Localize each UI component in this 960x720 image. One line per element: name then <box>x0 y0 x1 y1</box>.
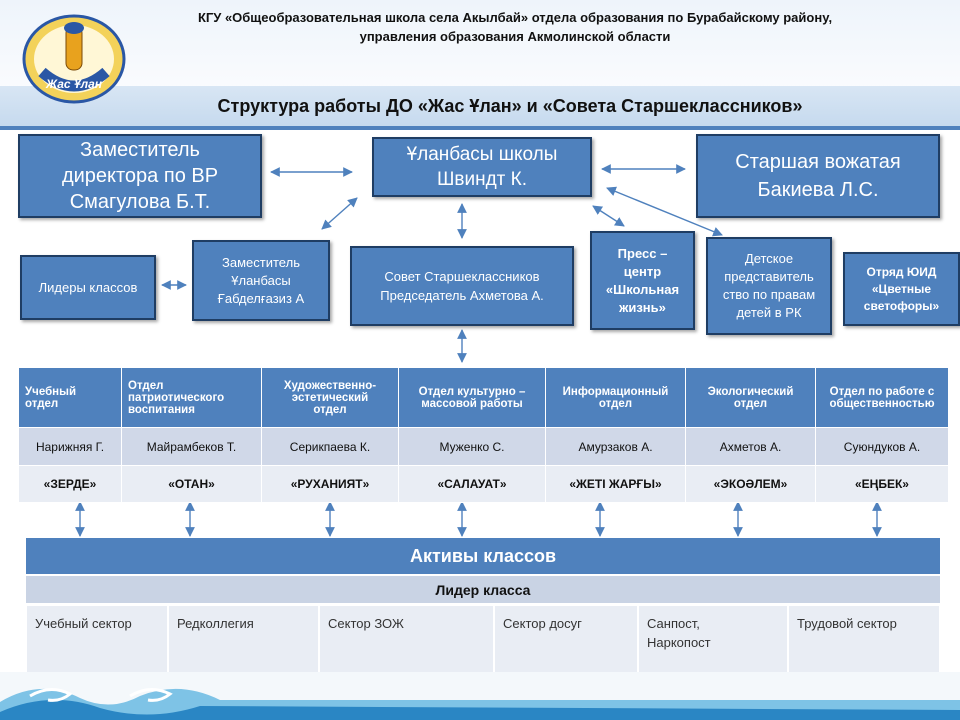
student-council-text: Совет Старшеклассников Председатель Ахме… <box>380 269 544 303</box>
sector-cell: Сектор досуг <box>494 605 638 675</box>
yuid-squad-text: Отряд ЮИД «Цветные светофоры» <box>863 264 940 313</box>
department-name: Отдел культурно – массовой работы <box>398 367 546 428</box>
department-head: Майрамбеков Т. <box>121 427 262 466</box>
class-sectors: Учебный сектор Редколлегия Сектор ЗОЖ Се… <box>26 605 940 675</box>
footer-ornament <box>0 672 960 720</box>
class-aktiv-title: Активы классов <box>26 538 940 574</box>
department-head: Нарижняя Г. <box>18 427 122 466</box>
yuid-squad-box: Отряд ЮИД «Цветные светофоры» <box>843 252 960 326</box>
department-name: Учебный отдел <box>18 367 122 428</box>
title-bar <box>0 86 960 128</box>
ulanbasy-text: Ұланбасы школы Швиндт К. <box>406 144 558 190</box>
press-center-box: Пресс – центр «Школьная жизнь» <box>590 231 695 330</box>
department-name: Отдел патриотического воспитания <box>121 367 262 428</box>
department-name: Отдел по работе с общественностью <box>815 367 949 428</box>
sector-cell: Трудовой сектор <box>788 605 940 675</box>
press-center-text: Пресс – центр «Школьная жизнь» <box>605 245 680 315</box>
department-heads-row: Нарижняя Г. Майрамбеков Т. Серикпаева К.… <box>18 427 949 466</box>
class-leader-row: Лидер класса <box>26 576 940 603</box>
department-club: «ЕҢБЕК» <box>815 465 949 503</box>
department-head: Амурзаков А. <box>545 427 686 466</box>
deputy-ulanbasy-box: Заместитель Ұланбасы Ғабделғазиз А <box>192 240 330 321</box>
child-rights-box: Детское представитель ство по правам дет… <box>706 237 832 335</box>
deputy-director-box: Заместитель директора по ВР Смагулова Б.… <box>18 134 262 218</box>
department-club: «РУХАНИЯТ» <box>261 465 399 503</box>
organization-line-1: КГУ «Общеобразовательная школа села Акыл… <box>197 10 833 25</box>
deputy-ulanbasy-text: Заместитель Ұланбасы Ғабделғазиз А <box>217 254 305 306</box>
department-club: «ЭКОӘЛЕМ» <box>685 465 816 503</box>
department-club: «ЖЕТІ ЖАРҒЫ» <box>545 465 686 503</box>
sector-cell: Учебный сектор <box>26 605 168 675</box>
organization-name: КГУ «Общеобразовательная школа села Акыл… <box>150 8 880 46</box>
departments-table: Учебный отдел Отдел патриотического восп… <box>18 367 949 503</box>
department-head: Ахметов А. <box>685 427 816 466</box>
child-rights-text: Детское представитель ство по правам дет… <box>722 251 816 320</box>
department-names-row: Учебный отдел Отдел патриотического восп… <box>18 367 949 428</box>
class-leaders-box: Лидеры классов <box>20 255 156 320</box>
page-title: Структура работы ДО «Жас Ұлан» и «Совета… <box>217 96 803 116</box>
zhas-ulan-logo: Жас Ұлан <box>22 14 126 104</box>
sector-cell: Сектор ЗОЖ <box>319 605 494 675</box>
ulanbasy-box: Ұланбасы школы Швиндт К. <box>372 137 592 197</box>
student-council-box: Совет Старшеклассников Председатель Ахме… <box>350 246 574 326</box>
department-head: Суюндуков А. <box>815 427 949 466</box>
department-head: Серикпаева К. <box>261 427 399 466</box>
arrow-ulanbasy-press <box>592 205 625 227</box>
arrow-ulanbasy-deputy-ulanbasy <box>321 197 358 230</box>
department-club: «САЛАУАТ» <box>398 465 546 503</box>
department-name: Художественно- эстетический отдел <box>261 367 399 428</box>
department-name: Информационный отдел <box>545 367 686 428</box>
deputy-director-text: Заместитель директора по ВР Смагулова Б.… <box>61 139 219 213</box>
sector-cell: Редколлегия <box>168 605 319 675</box>
department-club: «ЗЕРДЕ» <box>18 465 122 503</box>
department-club: «ОТАН» <box>121 465 262 503</box>
department-head: Муженко С. <box>398 427 546 466</box>
senior-leader-box: Старшая вожатая Бакиева Л.С. <box>696 134 940 218</box>
svg-text:Жас Ұлан: Жас Ұлан <box>45 77 103 91</box>
department-clubs-row: «ЗЕРДЕ» «ОТАН» «РУХАНИЯТ» «САЛАУАТ» «ЖЕТ… <box>18 465 949 503</box>
class-leaders-text: Лидеры классов <box>38 280 138 295</box>
header-divider <box>0 126 960 130</box>
senior-leader-text: Старшая вожатая Бакиева Л.С. <box>735 151 901 201</box>
organization-line-2: управления образования Акмолинской облас… <box>359 29 671 44</box>
sector-cell: Санпост, Наркопост <box>638 605 788 675</box>
department-name: Экологический отдел <box>685 367 816 428</box>
